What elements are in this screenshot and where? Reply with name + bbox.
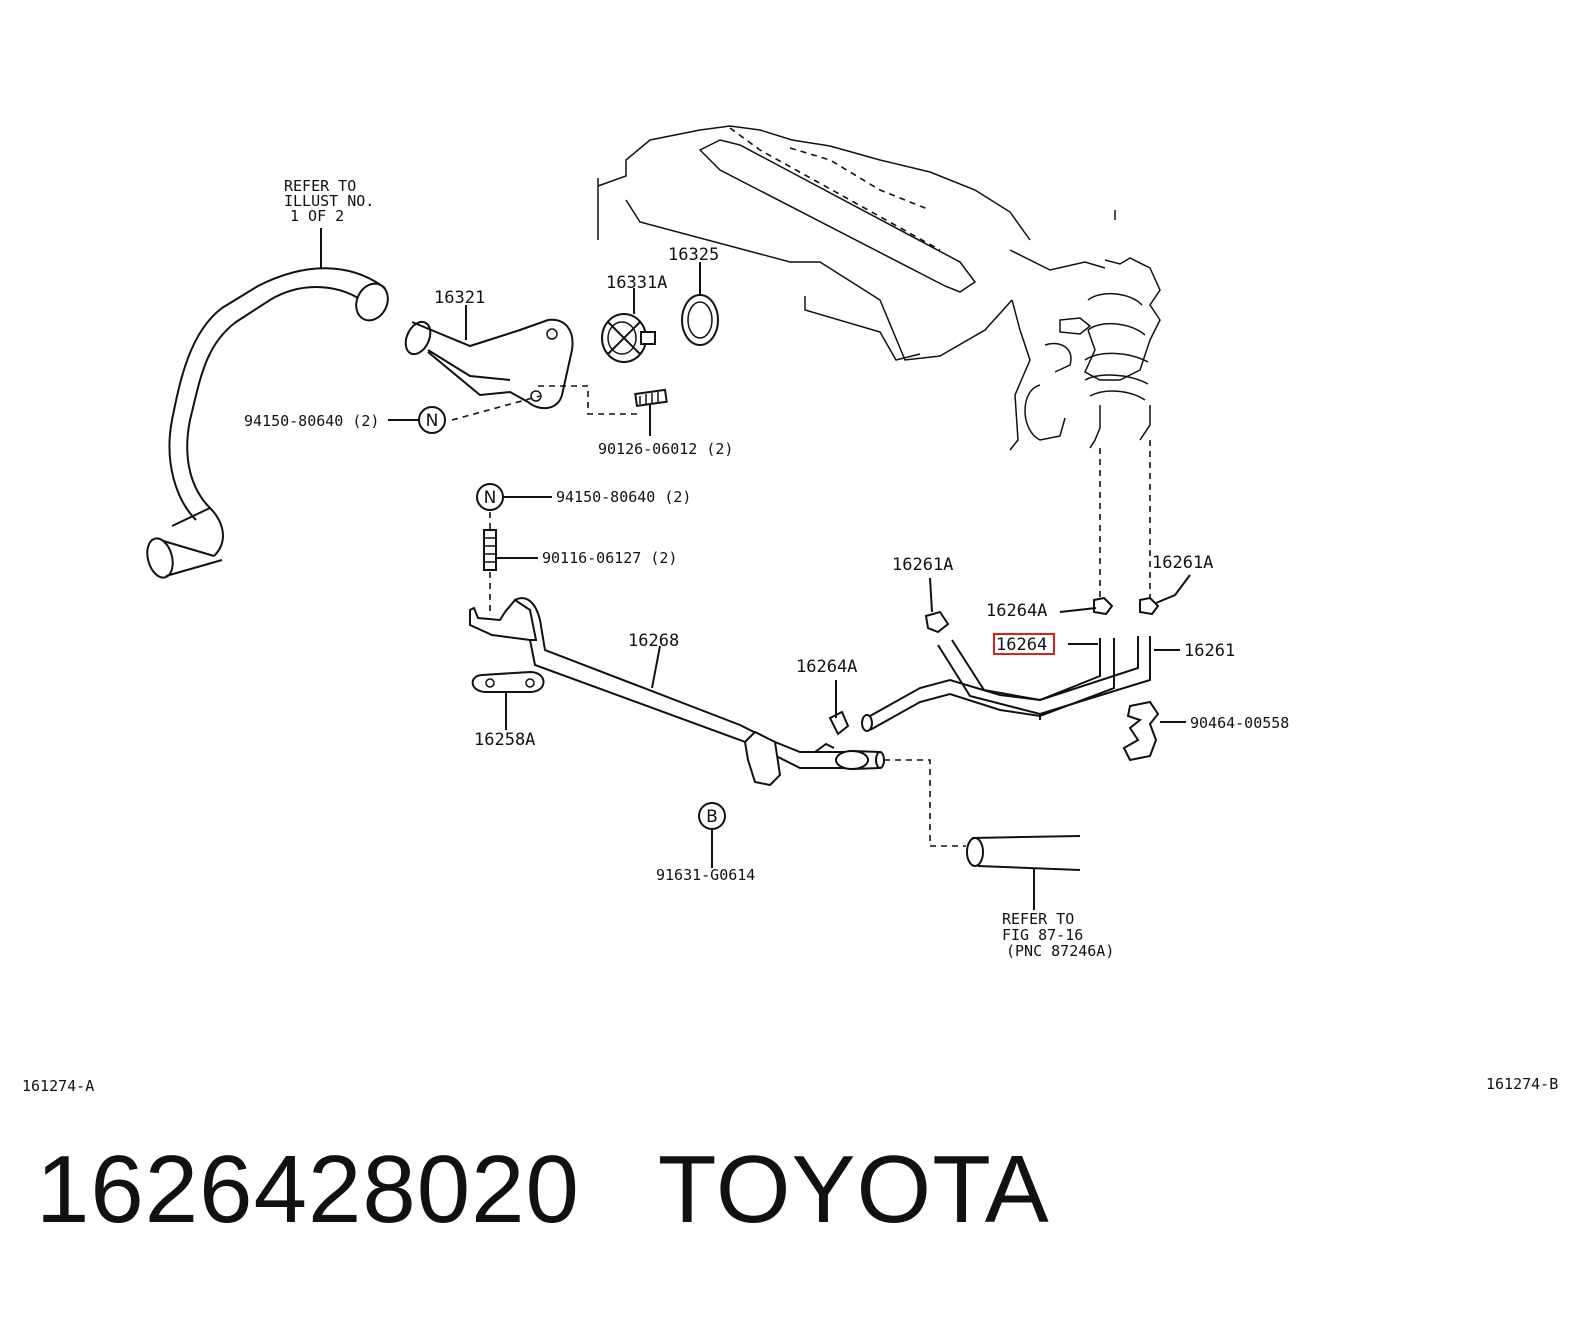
label-16258A: 16258A — [474, 730, 535, 750]
sheet-ref-left: 161274-A — [22, 1077, 94, 1095]
refer-top-line2: ILLUST NO. — [284, 192, 374, 210]
callout-n-top: N — [388, 406, 446, 434]
gasket-16258A — [471, 670, 545, 730]
footer: 1626428020 TOYOTA — [36, 1135, 1050, 1245]
label-16261A-right: 16261A — [1152, 553, 1213, 573]
label-90116: 90116-06127 (2) — [542, 549, 677, 567]
refer-bottom-line2: FIG 87-16 — [1002, 926, 1083, 944]
clip-90464 — [1122, 700, 1186, 762]
hoses-16264-16261 — [861, 440, 1191, 732]
part-number: 1626428020 — [36, 1136, 580, 1243]
label-16264: 16264 — [996, 635, 1047, 655]
bypass-pipe — [469, 597, 885, 787]
water-inlet-housing — [404, 305, 574, 410]
label-91631: 91631-G0614 — [656, 866, 755, 884]
clamp-16264A-mid — [828, 680, 850, 736]
refer-bottom-line1: REFER TO — [1002, 910, 1074, 928]
stud-90126 — [451, 385, 668, 436]
callout-b-label: B — [706, 807, 718, 827]
brand-name: TOYOTA — [657, 1136, 1050, 1243]
label-16261: 16261 — [1184, 641, 1235, 661]
callout-n-mid-label: N — [484, 488, 497, 508]
heater-hose-ref — [884, 759, 1081, 910]
label-16268: 16268 — [628, 631, 679, 651]
label-16325: 16325 — [668, 245, 719, 265]
callout-n-top-label: N — [426, 411, 439, 431]
engine-block-outline — [597, 125, 1161, 451]
refer-bottom-line3: (PNC 87246A) — [1006, 942, 1114, 960]
label-16264A-mid: 16264A — [796, 657, 857, 677]
refer-top-line3: 1 OF 2 — [290, 207, 344, 225]
refer-top-line1: REFER TO — [284, 177, 356, 195]
thermostat — [601, 288, 656, 363]
label-94150-top: 94150-80640 (2) — [244, 412, 379, 430]
label-90464: 90464-00558 — [1190, 714, 1289, 732]
highlight-box-16264 — [993, 633, 1055, 655]
stud-90116 — [483, 496, 552, 612]
radiator-hose — [146, 228, 389, 579]
callout-n-mid: N — [476, 483, 504, 511]
sheet-ref-right: 161274-B — [1486, 1075, 1558, 1093]
label-90126: 90126-06012 (2) — [598, 440, 733, 458]
label-16331A: 16331A — [606, 273, 667, 293]
label-16261A-left: 16261A — [892, 555, 953, 575]
label-16321: 16321 — [434, 288, 485, 308]
label-94150-mid: 94150-80640 (2) — [556, 488, 691, 506]
gasket-ring — [681, 262, 719, 346]
label-16264A-right: 16264A — [986, 601, 1047, 621]
callout-b: B — [698, 802, 726, 830]
